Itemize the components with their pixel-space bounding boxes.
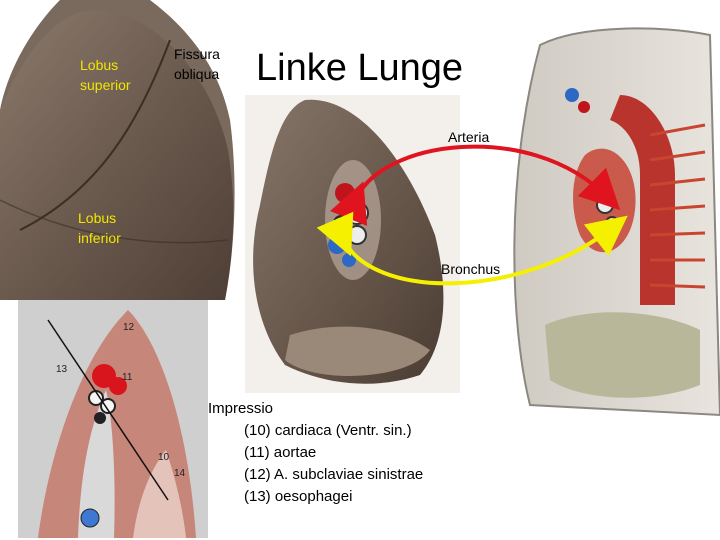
lung-lateral-image (0, 0, 242, 300)
label-lobus-inferior: Lobus inferior (78, 210, 121, 246)
diagram-number: 14 (174, 468, 186, 479)
schematic-diagram: 12 13 11 10 14 (18, 300, 208, 538)
impressio-heading: Impressio (208, 400, 274, 417)
diagram-number: 13 (56, 364, 68, 375)
label-bronchus: Bronchus (441, 261, 501, 277)
label-fissura-obliqua: Fissura obliqua (174, 46, 220, 82)
label-lobus-superior: Lobus superior (80, 57, 131, 93)
impressio-block: Impressio (10) cardiaca (Ventr. sin.) (1… (208, 398, 423, 508)
impressio-item: (11) aortae (244, 444, 317, 461)
arteria-arrow (329, 144, 621, 227)
page-title: Linke Lunge (256, 47, 464, 89)
bronchus-arrow (316, 211, 628, 286)
diagram-number: 10 (158, 452, 170, 463)
diagram-number: 12 (123, 322, 135, 333)
diagram-number: 11 (122, 372, 133, 383)
label-arteria: Arteria (448, 129, 490, 145)
impressio-item: (13) oesophagei (244, 488, 353, 505)
impressio-item: (12) A. subclaviae sinistrae (244, 466, 424, 483)
impressio-item: (10) cardiaca (Ventr. sin.) (244, 422, 412, 439)
